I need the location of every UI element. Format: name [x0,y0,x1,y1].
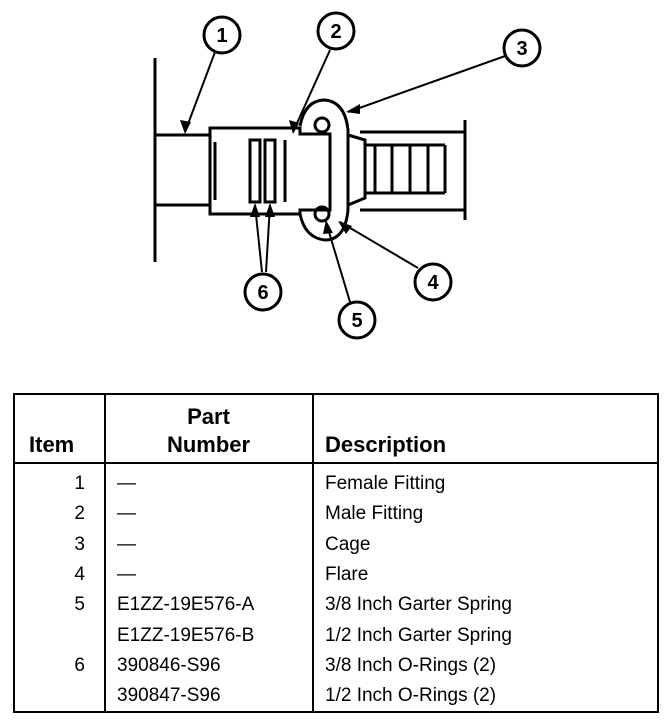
row-item-number: 6 [74,654,85,676]
callout-5-label: 5 [351,310,362,332]
row-description: Flare [325,563,369,585]
row-part-number: 390846-S96 [117,654,221,676]
spring-lock-coupling-diagram: 1 2 3 4 5 6 [153,11,542,340]
callout-6-label: 6 [257,282,268,304]
row-item-number: 2 [74,503,85,525]
callout-6: 6 [243,272,283,312]
row-description: 3/8 Inch O-Rings (2) [325,654,497,676]
parts-table: Item Part Number Description 1 — Female Fi… [13,393,659,713]
row-item-number: 5 [74,594,85,616]
callout-4: 4 [413,262,453,302]
row-part-number: — [117,473,136,494]
callout-3: 3 [502,28,542,68]
column-divider [104,395,106,711]
row-part-number: — [117,533,136,555]
row-part-number: — [117,503,136,525]
header-item: Item [29,432,75,457]
row-part-number: — [117,563,136,585]
row-part-number: E1ZZ-19E576-B [117,624,255,646]
header-description: Description [325,432,447,457]
callout-4-label: 4 [427,272,439,294]
row-item-number: 3 [74,533,85,555]
row-description: 1/2 Inch O-Rings (2) [325,685,497,707]
callout-1-label: 1 [216,25,227,47]
row-description: Cage [325,533,371,555]
callout-2-label: 2 [330,21,341,43]
row-item-number: 1 [74,473,85,494]
header-divider [15,462,657,464]
row-part-number: 390847-S96 [117,685,221,707]
row-item-number: 4 [74,563,85,585]
callout-3-label: 3 [516,38,527,60]
row-description: Female Fitting [325,473,446,494]
header-part-line1: Part [187,404,230,429]
callout-1: 1 [202,15,242,55]
row-description: 3/8 Inch Garter Spring [325,594,512,616]
row-description: 1/2 Inch Garter Spring [325,624,512,646]
header-part-line2: Number [166,432,251,457]
row-part-number: E1ZZ-19E576-A [117,594,255,616]
callout-2: 2 [316,11,356,51]
callout-5: 5 [337,300,377,340]
row-description: Male Fitting [325,503,424,525]
column-divider [312,395,314,711]
